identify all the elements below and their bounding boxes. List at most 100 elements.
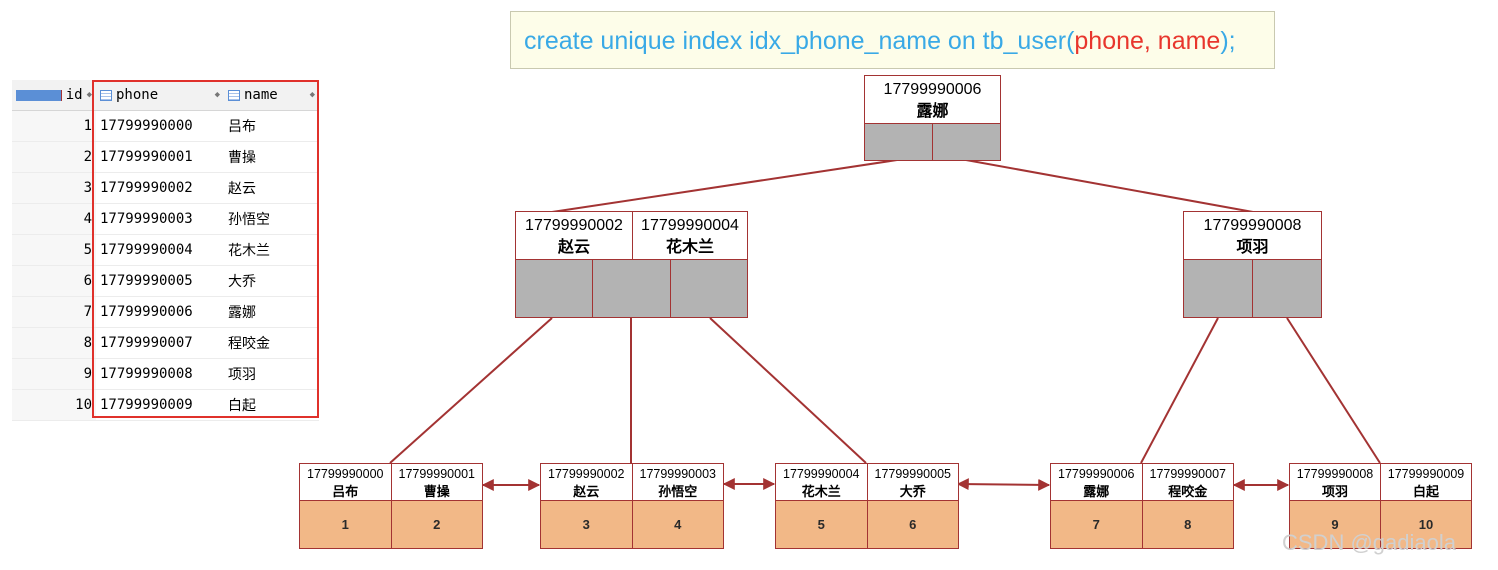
leaf-key: 17799990006 露娜 [1051, 464, 1143, 500]
key-name: 花木兰 [801, 484, 841, 499]
leaf-key: 17799990002 赵云 [541, 464, 633, 500]
row-id-value: 4 [632, 501, 723, 548]
sort-icon[interactable]: ◆ [86, 90, 92, 100]
row-id-value: 10 [1381, 501, 1471, 548]
key-name: 程咬金 [1168, 484, 1208, 499]
cell-phone: 17799990003 [96, 203, 224, 235]
child-pointer [1253, 260, 1321, 317]
key-name: 大乔 [899, 484, 926, 499]
sort-icon[interactable]: ◆ [214, 90, 220, 100]
header-name[interactable]: name ◆ [224, 80, 319, 111]
leaf-key: 17799990004 花木兰 [776, 464, 868, 500]
header-id[interactable]: id ◆ [12, 80, 96, 111]
cell-name: 曹操 [224, 141, 319, 173]
cell-id: 6 [12, 265, 96, 297]
cell-id: 10 [12, 389, 96, 421]
column-icon [228, 89, 240, 101]
key-phone: 17799990004 [641, 217, 739, 234]
cell-phone: 17799990000 [96, 110, 224, 142]
cell-phone: 17799990004 [96, 234, 224, 266]
header-id-label: id [65, 87, 83, 103]
key-name: 白起 [1412, 484, 1439, 499]
child-pointer [1184, 260, 1253, 317]
child-pointer [516, 260, 594, 317]
cell-name: 白起 [224, 389, 319, 421]
key-phone: 17799990002 [548, 467, 625, 481]
key-phone: 17799990009 [1387, 467, 1465, 481]
row-id-value: 3 [541, 501, 633, 548]
key-name: 花木兰 [665, 239, 714, 256]
child-pointer [933, 124, 1000, 160]
cell-id: 7 [12, 296, 96, 328]
watermark: CSDN @gadiaola [1282, 530, 1456, 555]
child-pointer [670, 260, 747, 317]
child-pointer [865, 124, 933, 160]
key-phone: 17799990000 [307, 467, 384, 481]
internal-node-right: 17799990008 项羽 [1183, 211, 1322, 318]
row-id-value: 9 [1290, 501, 1381, 548]
row-id-value: 6 [867, 501, 958, 548]
key-name: 项羽 [1321, 484, 1348, 499]
header-phone-label: phone [116, 87, 159, 103]
cell-name: 赵云 [224, 172, 319, 204]
edge-internal-leaf5 [1286, 317, 1381, 464]
key-name: 项羽 [1236, 239, 1269, 256]
sql-statement: create unique index idx_phone_name on tb… [510, 11, 1275, 69]
cell-id: 1 [12, 110, 96, 142]
sql-index-columns: phone, name [1074, 27, 1221, 55]
key-name: 赵云 [557, 239, 590, 256]
child-pointer [593, 260, 671, 317]
key-phone: 17799990006 [883, 81, 982, 98]
leaf-key: 17799990003 孙悟空 [633, 464, 724, 500]
primary-key-column-icon [16, 89, 62, 101]
cell-name: 大乔 [224, 265, 319, 297]
cell-name: 项羽 [224, 358, 319, 390]
cell-phone: 17799990001 [96, 141, 224, 173]
row-id-value: 7 [1051, 501, 1143, 548]
edge-internal-leaf1 [389, 317, 553, 464]
cell-phone: 17799990005 [96, 265, 224, 297]
key-name: 曹操 [423, 484, 450, 499]
cell-id: 2 [12, 141, 96, 173]
key-phone: 17799990005 [874, 467, 951, 481]
sort-icon[interactable]: ◆ [309, 90, 315, 100]
cell-name: 露娜 [224, 296, 319, 328]
row-id-value: 5 [776, 501, 868, 548]
header-phone[interactable]: phone ◆ [96, 80, 224, 111]
root-key: 17799990006 露娜 [865, 76, 1000, 123]
leaf-key: 17799990001 曹操 [392, 464, 483, 500]
cell-phone: 17799990002 [96, 172, 224, 204]
cell-name: 孙悟空 [224, 203, 319, 235]
internal-key: 17799990008 项羽 [1184, 212, 1321, 259]
cell-name: 吕布 [224, 110, 319, 142]
cell-id: 5 [12, 234, 96, 266]
cell-id: 9 [12, 358, 96, 390]
key-name: 孙悟空 [658, 484, 698, 499]
cell-id: 8 [12, 327, 96, 359]
sql-prefix: create unique index idx_phone_name on tb… [524, 27, 1075, 55]
column-icon [100, 89, 112, 101]
cell-name: 花木兰 [224, 234, 319, 266]
key-name: 吕布 [332, 484, 359, 499]
leaf-link-3-4 [956, 478, 1051, 491]
edge-root-right [965, 159, 1254, 213]
row-id-value: 8 [1142, 501, 1233, 548]
leaf-key: 17799990007 程咬金 [1143, 464, 1234, 500]
